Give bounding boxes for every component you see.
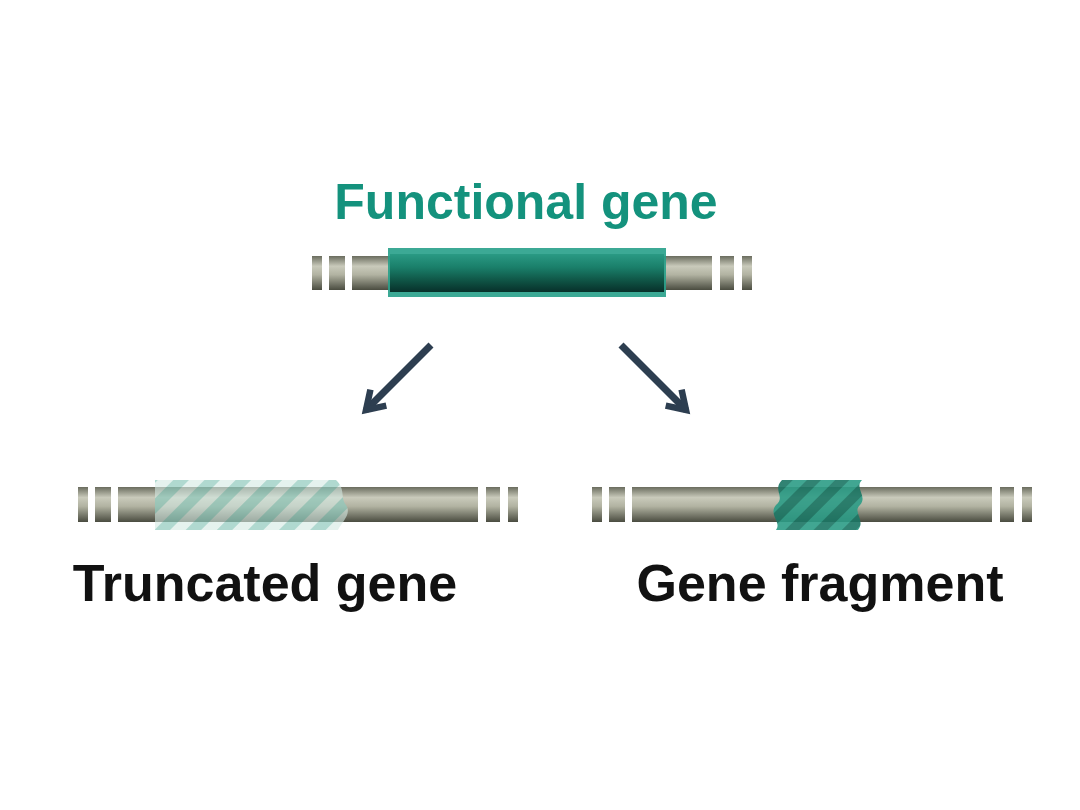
truncated-gene-bar — [78, 480, 518, 530]
bar-dash — [95, 487, 111, 522]
gene-node: Gene fragment — [585, 412, 1055, 622]
bar-dash — [592, 487, 602, 522]
bar-dash — [486, 487, 500, 522]
gene-region-core — [390, 254, 664, 292]
arrow-connector — [621, 345, 686, 410]
fragment-region — [773, 480, 862, 530]
gene-node: Truncated gene — [40, 412, 490, 622]
gene-label: Gene fragment — [585, 552, 1055, 614]
bar-dash — [1022, 487, 1032, 522]
gene-label: Functional gene — [300, 172, 752, 232]
bar-dash — [329, 256, 345, 290]
bar-dash — [508, 487, 518, 522]
arrow-connector — [366, 345, 431, 410]
bar-dash — [78, 487, 88, 522]
functional-gene-bar — [312, 248, 752, 297]
gene-node: Functional gene — [300, 172, 752, 343]
bar-dash — [720, 256, 734, 290]
truncated-region — [155, 480, 348, 530]
bar-dash — [742, 256, 752, 290]
bar-dash — [312, 256, 322, 290]
bar-dash — [1000, 487, 1014, 522]
bar-dash — [609, 487, 625, 522]
gene-label: Truncated gene — [40, 552, 490, 614]
gene-fragment-bar — [592, 480, 1032, 530]
gene-region — [388, 248, 666, 297]
